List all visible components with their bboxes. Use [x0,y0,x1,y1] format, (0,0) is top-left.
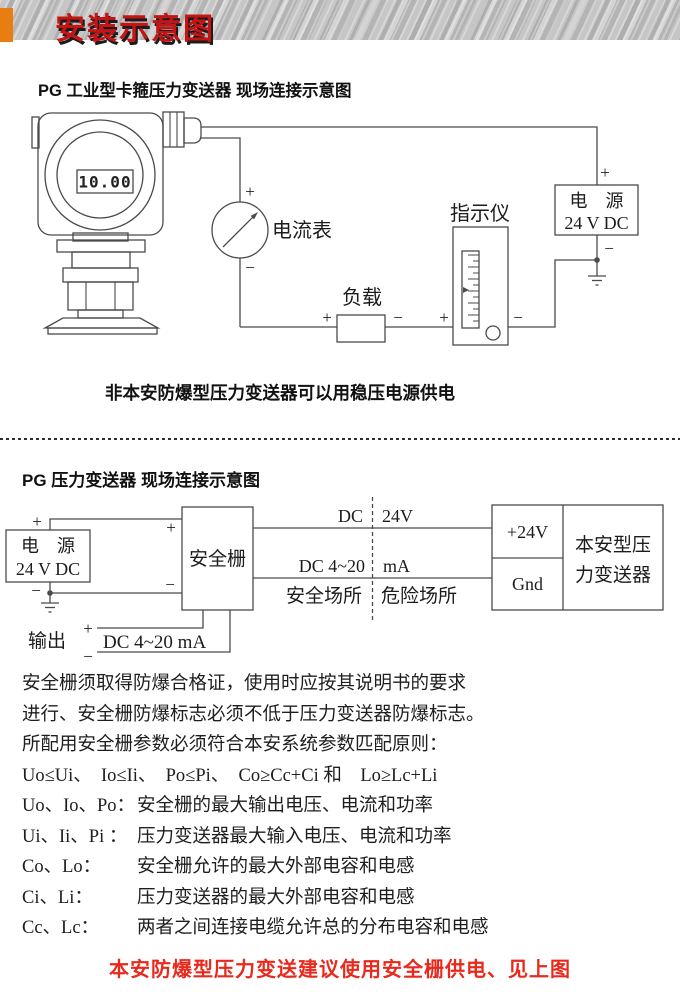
matching-rule-formula: Uo≤Ui、 Io≤Ii、 Po≤Pi、 Co≥Cc+Ci 和 Lo≥Lc+Li [22,765,438,786]
definition-term: Co、Lo： [22,857,102,877]
definition-term: Ci、Li： [22,887,93,908]
output-wires [97,610,231,653]
power-plus: + [600,163,610,182]
indicator-plus: + [439,308,449,327]
definition-desc: 压力变送器最大输入电压、电流和功率 [137,826,452,847]
load-minus: − [393,308,403,327]
definition-row: Ci、Li： 压力变送器的最大外部电容和电感 [22,883,667,914]
power2-plus: + [32,512,42,531]
definition-row: Uo、Io、Po： 安全栅的最大输出电压、电流和功率 [22,791,667,822]
terminal-gnd: Gnd [512,574,543,594]
note-non-intrinsic: 非本安防爆型压力变送器可以用稳压电源供电 [105,383,455,403]
power-label-line2: 24 V DC [564,213,628,233]
diagram2-wiring: 电 源 24 V DC + − + − 安全栅 DC 24V DC 4~20 m… [5,497,664,666]
ammeter-label: 电流表 [272,219,332,242]
definition-desc: 压力变送器的最大外部电容和电感 [137,887,415,908]
transmitter-label-line2: 力变送器 [575,564,651,586]
definition-term: Ui、Ii、Pi ： [22,826,128,847]
ammeter-plus: + [245,182,255,201]
wires [201,126,600,328]
terminal-box [491,504,664,611]
safety-barrier-label: 安全栅 [189,548,246,570]
ammeter-minus: − [245,258,255,277]
power2-label-line1: 电 源 [21,536,75,556]
indicator-minus: − [513,308,523,327]
load-box [336,314,386,343]
output-plus: + [83,619,93,638]
intrinsic-safety-warning: 本安防爆型压力变送建议使用安全栅供电、见上图 [109,959,571,981]
barrier-plus: + [166,518,176,537]
barrier-minus: − [165,575,175,594]
definition-desc: 安全栅的最大输出电压、电流和功率 [137,796,434,816]
definition-desc: 安全栅允许的最大外部电容和电感 [137,857,415,877]
diagram2-heading: PG 压力变送器 现场连接示意图 [22,471,261,490]
ground-symbol [588,275,606,286]
diagram1-heading: PG 工业型卡箍压力变送器 现场连接示意图 [38,82,352,100]
definition-desc: 两者之间连接电缆允许总的分布电容和电感 [137,918,489,938]
power2-minus: − [31,581,41,600]
diagram1-wiring: 10.00 + − 电流表 [31,111,639,346]
power2-label-line2: 24 V DC [16,559,80,579]
ammeter-symbol [211,201,269,259]
label-dc: DC [338,506,363,526]
label-dc420: DC 4~20 [299,556,365,576]
load-plus: + [322,308,332,327]
wires-left [41,518,182,613]
power2-box [5,529,91,583]
indicator-symbol [452,226,509,346]
output-label: 输出 [28,630,66,652]
label-24v: 24V [382,506,413,526]
power-label-line1: 电 源 [570,191,624,211]
body-line: 所配用安全栅参数必须符合本安系统参数匹配原则： [22,735,448,755]
indicator-label: 指示仪 [450,202,510,225]
definition-row: Co、Lo： 安全栅允许的最大外部电容和电感 [22,852,667,883]
header-accent-block [0,8,13,42]
label-ma: mA [383,556,410,576]
lcd-display-value: 10.00 [78,173,131,192]
dashed-divider [0,438,680,440]
header-band [0,0,680,40]
definition-row: Cc、Lc： 两者之间连接电缆允许总的分布电容和电感 [22,913,667,944]
safety-barrier-box [181,506,254,611]
body-line: 安全栅须取得防爆合格证，使用时应按其说明书的要求 [22,674,467,694]
output-range-label: DC 4~20 mA [103,632,206,653]
safety-text-block: 安全栅须取得防爆合格证，使用时应按其说明书的要求 进行、安全栅防爆标志必须不低于… [22,669,667,944]
terminal-plus24v: +24V [507,522,548,542]
power-minus: − [604,239,614,258]
load-label: 负载 [342,286,382,309]
definition-term: Uo、Io、Po： [22,796,136,816]
label-hazard-area: 危险场所 [381,585,457,607]
label-safe-area: 安全场所 [286,585,362,607]
definition-term: Cc、Lc： [22,918,100,938]
page-title: 安装示意图 [55,13,215,46]
definition-row: Ui、Ii、Pi ： 压力变送器最大输入电压、电流和功率 [22,822,667,853]
power-box [554,184,639,236]
body-line: 进行、安全栅防爆标志必须不低于压力变送器防爆标志。 [22,704,485,725]
pressure-transmitter-drawing: 10.00 [31,111,202,335]
output-minus: − [83,647,93,666]
transmitter-label-line1: 本安型压 [575,534,651,556]
